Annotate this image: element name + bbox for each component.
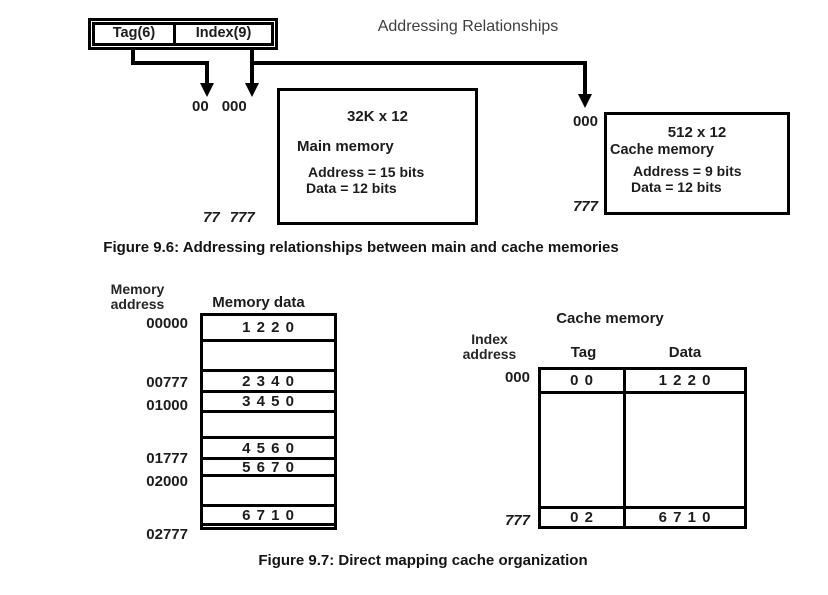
cache-tag-cell: 0 2 (570, 509, 594, 526)
cache-row: 0 2 6 7 1 0 (541, 506, 744, 526)
first-address-index-octal: 000 (221, 98, 247, 115)
memory-address-label: 00777 (146, 374, 188, 391)
memory-cell: 2 3 4 0 (203, 369, 334, 390)
memory-data-header: Memory data (212, 294, 305, 311)
cache-memory-data-bits: Data = 12 bits (631, 179, 722, 195)
main-memory-label: Main memory (297, 138, 394, 155)
memory-address-label: 02777 (146, 526, 188, 543)
memory-address-label: 02000 (146, 473, 188, 490)
main-memory-last-address: 77 777 (203, 209, 255, 226)
cache-memory-size: 512 x 12 (667, 124, 727, 141)
cache-memory-address-bits: Address = 9 bits (633, 163, 742, 179)
figure-9-7-caption: Figure 9.7: Direct mapping cache organiz… (258, 552, 588, 569)
cache-index-label: 000 (504, 369, 530, 386)
memory-address-label-line1: Memory (110, 281, 165, 297)
index-to-main-memory-arrow (245, 48, 259, 97)
cache-memory-first-address: 000 (572, 113, 598, 130)
cache-memory-label: Cache memory (610, 142, 714, 158)
memory-cell (203, 410, 334, 436)
main-memory-data-bits: Data = 12 bits (306, 180, 397, 196)
cache-tag-cell (541, 394, 623, 506)
memory-address-label: 01777 (146, 450, 188, 467)
index-address-label-line1: Index (471, 331, 508, 347)
cache-memory-box: 512 x 12 Cache memory Address = 9 bits D… (604, 112, 790, 215)
memory-cell: 1 2 2 0 (242, 319, 295, 336)
main-memory-box: 32K x 12 Main memory Address = 15 bits D… (277, 88, 478, 225)
tag-field: Tag(6) (92, 22, 176, 46)
index-address-label-line2: address (462, 346, 517, 362)
cache-row: 0 0 1 2 2 0 (541, 370, 744, 391)
main-memory-table: 1 2 2 0 2 3 4 0 3 4 5 0 4 5 6 0 5 6 7 0 … (200, 313, 337, 530)
memory-cell (203, 474, 334, 504)
first-address-tag-octal: 00 (192, 98, 209, 115)
cache-table-title: Cache memory (556, 310, 664, 327)
cache-memory-table: 0 0 1 2 2 0 0 2 6 7 1 0 (538, 367, 747, 529)
memory-address-column-label: Memory address (95, 282, 180, 312)
data-column-header: Data (668, 344, 702, 361)
tag-column-header: Tag (570, 344, 597, 361)
figure-9-6-caption: Figure 9.6: Addressing relationships bet… (103, 239, 619, 256)
memory-table-continuation-row (203, 523, 334, 527)
tag-to-main-memory-arrow (131, 48, 214, 97)
last-address-index-octal: 777 (229, 209, 255, 226)
figure-9-6-title: Addressing Relationships (377, 18, 559, 35)
cache-tag-cell: 0 0 (570, 372, 594, 389)
arrowhead-down-icon (200, 83, 214, 97)
memory-cell: 3 4 5 0 (203, 390, 334, 410)
main-memory-first-address: 00 000 (192, 98, 247, 115)
memory-address-label-line2: address (110, 296, 165, 312)
cache-data-cell: 1 2 2 0 (623, 370, 744, 391)
last-address-tag-octal: 77 (203, 209, 220, 226)
memory-cell: 6 7 1 0 (203, 504, 334, 524)
index-address-column-label: Index address (452, 332, 527, 362)
memory-address-label: 00000 (146, 315, 188, 332)
memory-cell (203, 339, 334, 369)
memory-cell: 5 6 7 0 (203, 457, 334, 476)
cache-index-label: 777 (504, 512, 530, 529)
cache-row (541, 391, 744, 506)
cache-data-cell (623, 394, 744, 506)
memory-cell: 4 5 6 0 (203, 436, 334, 457)
main-memory-size: 32K x 12 (347, 108, 408, 125)
cache-data-cell: 6 7 1 0 (623, 509, 744, 526)
main-memory-address-bits: Address = 15 bits (308, 164, 425, 180)
index-field: Index(9) (173, 22, 274, 46)
arrowhead-down-icon (245, 83, 259, 97)
memory-address-label: 01000 (146, 397, 188, 414)
arrowhead-down-icon (578, 94, 592, 108)
cache-memory-last-address: 777 (572, 198, 598, 215)
address-format-register: Tag(6) Index(9) (88, 18, 278, 50)
